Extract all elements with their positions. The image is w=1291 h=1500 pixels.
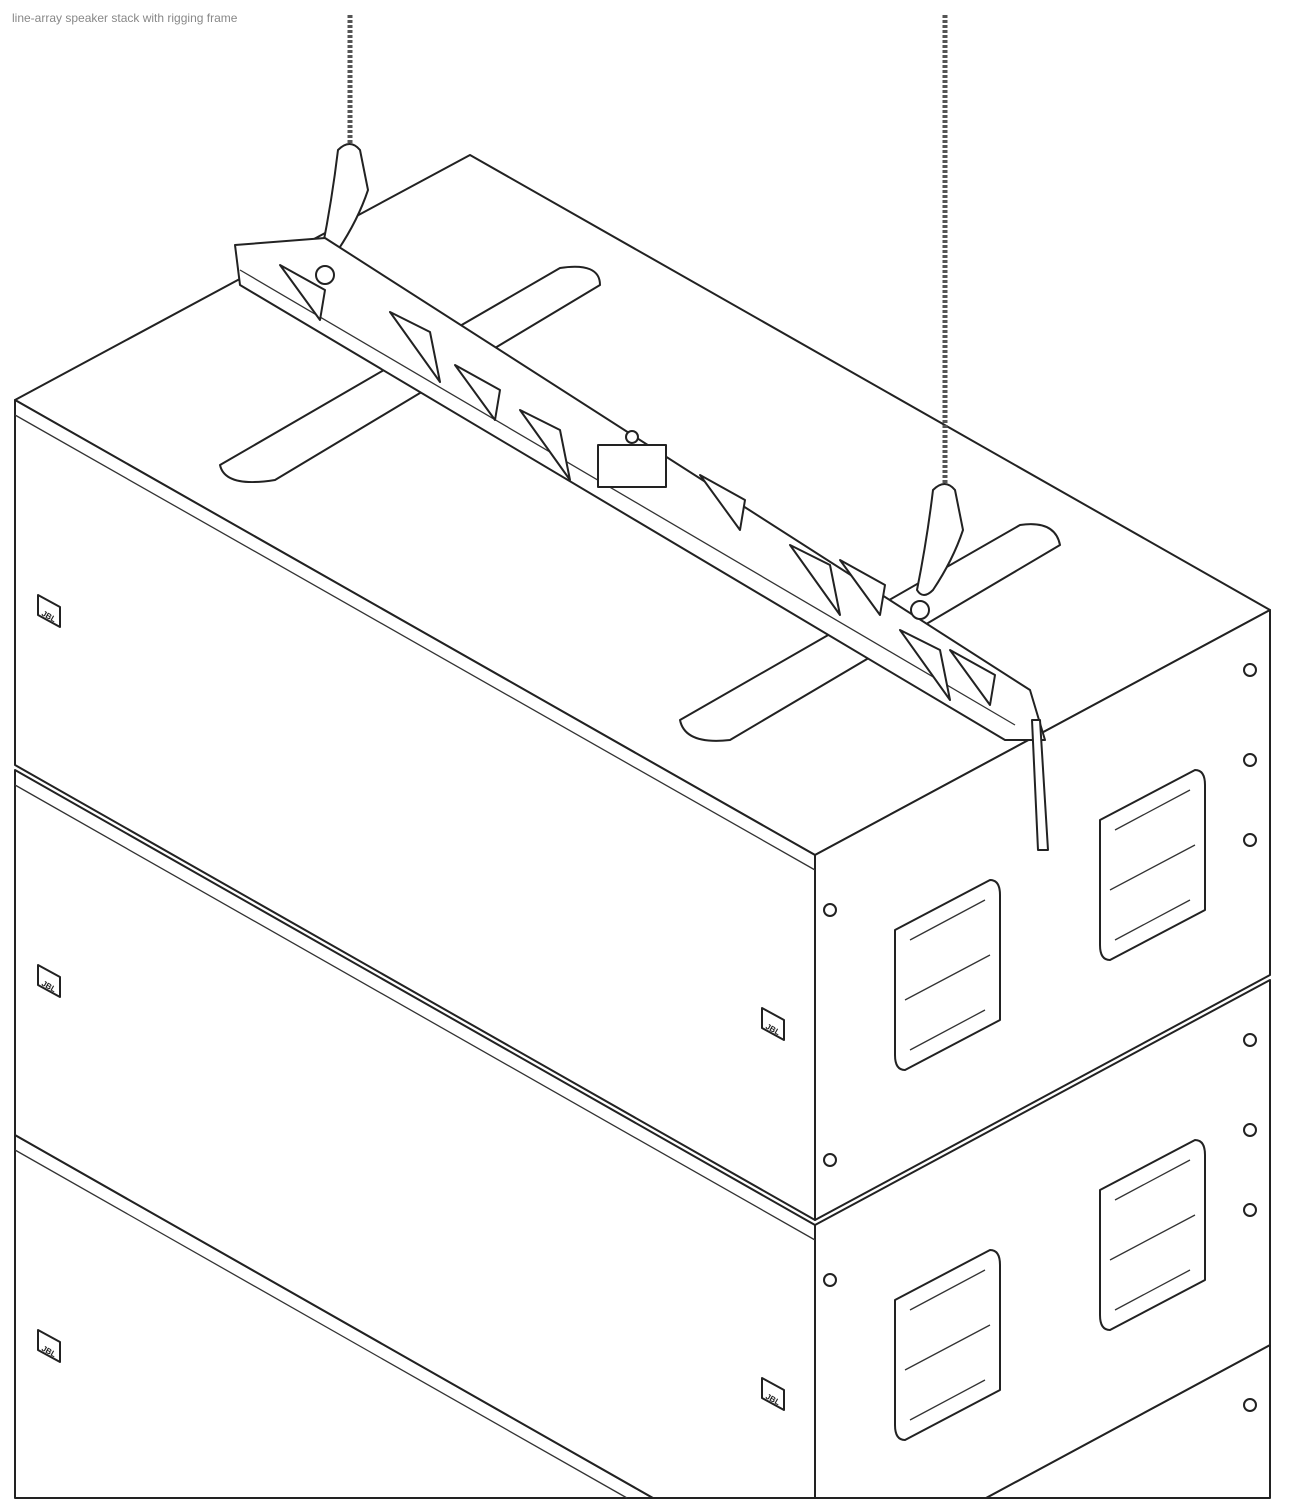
jbl-logo: JBL: [37, 594, 61, 628]
enclosure-edge-line: [14, 414, 816, 871]
frame-pickup-point-left: [315, 265, 335, 285]
frame-cutout: [699, 474, 746, 531]
frame-cutout: [279, 264, 326, 321]
rigging-pin: [1243, 1033, 1257, 1047]
handle-bar: [904, 1269, 991, 1421]
logo-plate: [761, 1377, 785, 1411]
handle-bar: [1109, 1159, 1196, 1311]
rigging-pin: [1243, 753, 1257, 767]
frame-bar: [234, 237, 1046, 741]
frame-cutout: [899, 629, 951, 701]
enclosure-side: [814, 609, 1271, 1221]
rigging-pin: [823, 903, 837, 917]
rigging-pin: [1243, 833, 1257, 847]
enclosure-edge-line: [14, 784, 816, 1241]
handle-recess: [894, 1249, 1001, 1441]
frame-cutout: [389, 311, 441, 383]
frame-label-plate: [597, 444, 667, 488]
frame-cutout: [519, 409, 571, 481]
logo-plate: [37, 594, 61, 628]
handle-bar: [904, 899, 991, 1051]
rigging-pin: [1243, 663, 1257, 677]
diagram-caption: line-array speaker stack with rigging fr…: [12, 11, 238, 25]
shackle-right: [916, 483, 964, 596]
frame-cutout: [839, 559, 886, 616]
logo-plate: [37, 1329, 61, 1363]
logo-plate: [37, 964, 61, 998]
rigging-pin: [823, 1153, 837, 1167]
frame-hole: [625, 430, 639, 444]
frame-cutout: [454, 364, 501, 421]
lock-pin: [1031, 719, 1049, 851]
logo-plate: [761, 1007, 785, 1041]
rigging-pin: [1243, 1123, 1257, 1137]
rigging-pin: [823, 1273, 837, 1287]
handle-recess: [894, 879, 1001, 1071]
handle-recess: [1099, 1139, 1206, 1331]
enclosure-edge-line: [14, 1149, 628, 1499]
frame-pickup-point-right: [910, 600, 930, 620]
rigging-frame: [234, 15, 1049, 851]
frame-edge-line: [239, 269, 1016, 726]
handle-bar: [1109, 789, 1196, 941]
rigging-pin: [1243, 1398, 1257, 1412]
enclosure-front: [14, 769, 816, 1499]
rigging-pin: [1243, 1203, 1257, 1217]
jbl-logo: JBL: [761, 1007, 785, 1041]
frame-cutout: [789, 544, 841, 616]
frame-cutout: [949, 649, 996, 706]
handle-recess: [1099, 769, 1206, 961]
frame-cutouts: [279, 264, 996, 706]
